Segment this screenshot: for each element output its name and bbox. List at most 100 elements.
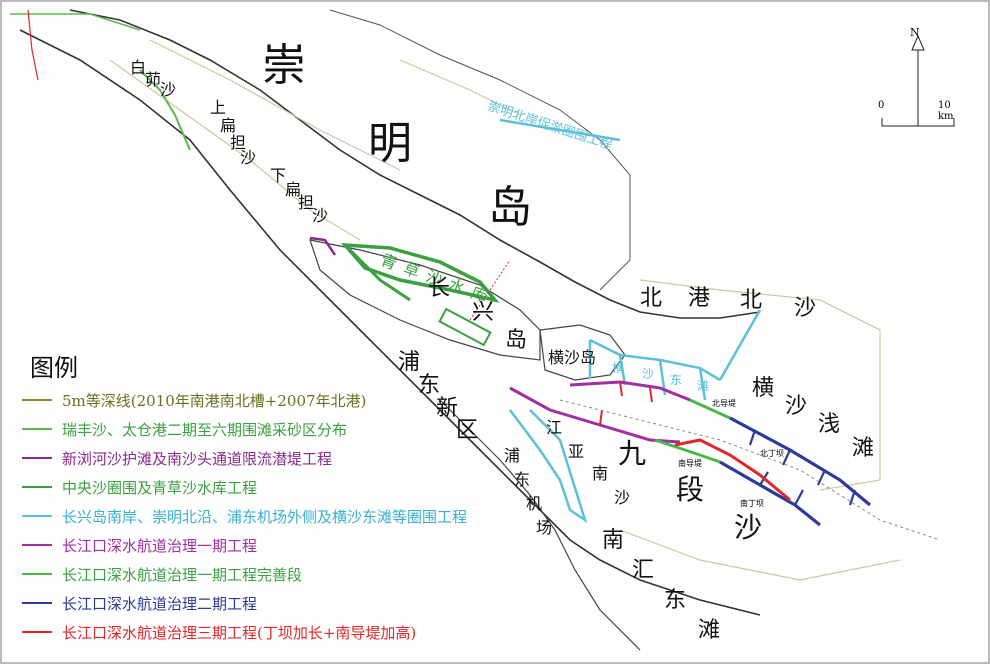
label-baimaosha-2: 茆 bbox=[145, 70, 162, 89]
boundary-line bbox=[27, 9, 39, 81]
legend-item: 瑞丰沙、太仓港二期至六期围滩采砂区分布 bbox=[22, 419, 347, 439]
legend-label: 长江口深水航道治理三期工程(丁坝加长+南导堤加高) bbox=[62, 623, 417, 642]
label-hengshaqiantan-4: 滩 bbox=[852, 436, 875, 461]
label-baimaosha-3: 沙 bbox=[160, 80, 177, 99]
zhongyangsha-enclosure bbox=[438, 307, 492, 347]
legend-swatch bbox=[22, 573, 52, 575]
xinliuhe-dike bbox=[309, 236, 337, 256]
legend-label: 长江口深水航道治理一期工程 bbox=[62, 536, 258, 555]
legend-swatch bbox=[22, 515, 52, 517]
label-changxing-2: 兴 bbox=[472, 300, 495, 325]
phase1-improvement-south bbox=[654, 438, 721, 464]
legend-item: 5m等深线(2010年南港南北槽+2007年北港) bbox=[22, 390, 366, 410]
legend-item: 长江口深水航道治理二期工程 bbox=[22, 593, 257, 613]
label-xiabiandan-2: 扁 bbox=[285, 180, 302, 199]
legend-label: 长兴岛南岸、崇明北沿、浦东机场外侧及横沙东滩等圈围工程 bbox=[62, 507, 468, 526]
isobath-5m bbox=[109, 39, 901, 581]
label-nanhui-3: 东 bbox=[664, 588, 687, 613]
label-nanhui-1: 南 bbox=[602, 528, 625, 553]
legend-item: 长江口深水航道治理一期工程完善段 bbox=[22, 564, 302, 584]
phase3-south-jetty bbox=[674, 438, 791, 502]
label-hengsha-dongtan-4: 滩 bbox=[697, 379, 710, 393]
label-nanding-ba: 南丁坝 bbox=[740, 499, 764, 508]
label-nanhui-4: 滩 bbox=[698, 618, 721, 643]
changxing-island-outline bbox=[309, 239, 541, 361]
phase2-groins bbox=[748, 429, 857, 506]
label-pudongjichang-3: 机 bbox=[526, 494, 543, 513]
label-jiangyanan-4: 沙 bbox=[614, 488, 631, 507]
enclosure-works bbox=[499, 118, 762, 524]
label-jiangyanan-2: 亚 bbox=[568, 442, 585, 461]
legend-label: 长江口深水航道治理一期工程完善段 bbox=[62, 565, 303, 584]
scale-bar bbox=[881, 118, 955, 127]
legend-swatch bbox=[22, 428, 52, 430]
phase1-improvement-north bbox=[689, 398, 731, 420]
south-bank-shoreline bbox=[19, 29, 761, 616]
label-pudongxinqu-4: 区 bbox=[456, 418, 479, 443]
phase2-north-jetty bbox=[729, 416, 872, 507]
north-label: N bbox=[910, 26, 920, 39]
legend-item: 长江口深水航道治理三期工程(丁坝加长+南导堤加高) bbox=[22, 622, 416, 642]
label-chongming-3: 岛 bbox=[488, 182, 532, 233]
label-jiuduansha-1: 九 bbox=[618, 437, 647, 470]
scale-zero-label: 0 bbox=[878, 100, 885, 111]
label-nanhui-2: 汇 bbox=[632, 558, 655, 583]
label-xiabiandan-1: 下 bbox=[270, 166, 287, 185]
label-xiabiandan-4: 沙 bbox=[312, 206, 329, 225]
legend-label: 瑞丰沙、太仓港二期至六期围滩采砂区分布 bbox=[62, 420, 348, 439]
label-pudongxinqu-2: 东 bbox=[418, 373, 441, 398]
label-changxing-3: 岛 bbox=[505, 328, 528, 353]
label-pudongjichang-2: 东 bbox=[514, 470, 531, 489]
hengsha-island-outline bbox=[539, 324, 626, 381]
legend-swatch bbox=[22, 399, 52, 401]
label-chongming-2: 明 bbox=[368, 118, 412, 169]
label-hengsha-dongtan-2: 沙 bbox=[642, 367, 655, 381]
label-pudongxinqu-1: 浦 bbox=[398, 350, 421, 375]
chongming-shoreline bbox=[69, 9, 761, 319]
scale-ten-label: 10 km bbox=[938, 100, 954, 122]
label-beiding-ba: 北丁坝 bbox=[760, 449, 784, 458]
legend-label: 新浏河沙护滩及南沙头通道限流潜堤工程 bbox=[62, 449, 333, 468]
legend-swatch bbox=[22, 486, 52, 488]
label-shangbiandan-3: 担 bbox=[230, 133, 247, 152]
legend-label: 5m等深线(2010年南港南北槽+2007年北港) bbox=[62, 391, 367, 410]
label-pudongxinqu-3: 新 bbox=[436, 396, 459, 421]
legend-item: 新浏河沙护滩及南沙头通道限流潜堤工程 bbox=[22, 448, 332, 468]
legend-swatch bbox=[22, 544, 52, 546]
label-beigang-4: 沙 bbox=[794, 296, 817, 321]
label-hengshaqiantan-3: 浅 bbox=[818, 412, 841, 437]
legend-label: 长江口深水航道治理二期工程 bbox=[62, 594, 258, 613]
legend-swatch bbox=[22, 602, 52, 604]
label-jiuduansha-2: 段 bbox=[676, 473, 705, 506]
label-jiangyanan-3: 南 bbox=[592, 464, 609, 483]
label-beigang-2: 港 bbox=[688, 286, 711, 311]
chongming-north-shore bbox=[329, 9, 631, 291]
label-hengshaqiantan-1: 横 bbox=[752, 376, 775, 401]
legend-swatch bbox=[22, 631, 52, 633]
legend-title: 图例 bbox=[30, 354, 78, 382]
label-beigang-3: 北 bbox=[740, 288, 763, 313]
qingcaosha-reservoir bbox=[340, 242, 500, 303]
label-hengshaqiantan-2: 沙 bbox=[785, 394, 808, 419]
legend-item: 长江口深水航道治理一期工程 bbox=[22, 535, 257, 555]
label-hengsha-dongtan-3: 东 bbox=[670, 373, 683, 387]
label-baimaosha-1: 白 bbox=[130, 58, 147, 77]
phase2-south-jetty bbox=[719, 460, 821, 527]
label-shangbiandan-1: 上 bbox=[210, 98, 227, 117]
sand-mining-area bbox=[139, 69, 191, 151]
label-hengsha-dongtan-1: 横 bbox=[612, 361, 625, 375]
label-xiabiandan-3: 担 bbox=[298, 193, 315, 212]
phase3-groins bbox=[599, 381, 653, 426]
navigation-channel bbox=[559, 399, 941, 541]
label-beidao-di: 北导堤 bbox=[712, 399, 736, 408]
legend-item: 中央沙圈围及青草沙水库工程 bbox=[22, 477, 257, 497]
label-shangbiandan-4: 沙 bbox=[240, 148, 257, 167]
label-shangbiandan-2: 扁 bbox=[220, 116, 237, 135]
pudong-coast bbox=[439, 399, 641, 651]
label-changxing-1: 长 bbox=[428, 276, 451, 301]
label-jiangyanan-1: 江 bbox=[546, 418, 563, 437]
label-jiuduansha-3: 沙 bbox=[734, 511, 763, 544]
